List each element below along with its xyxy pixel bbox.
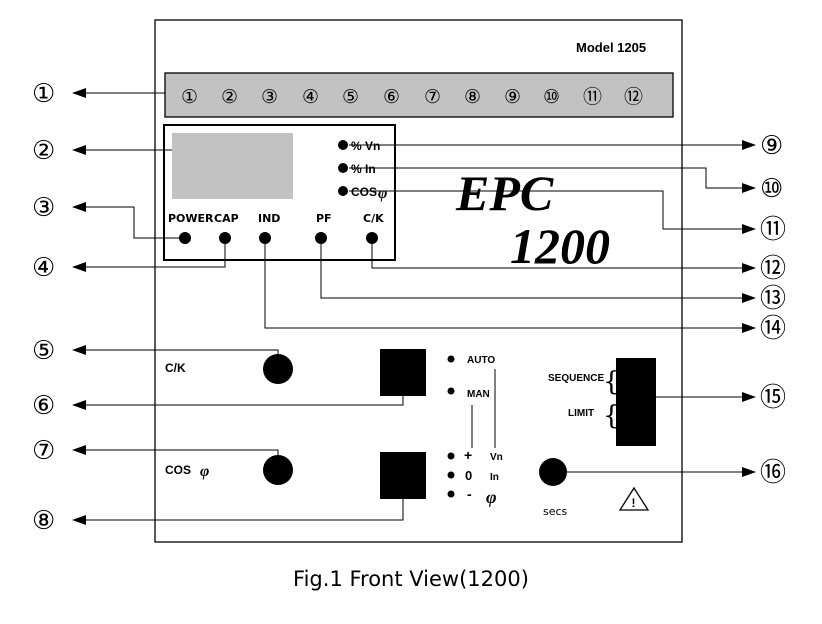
man-label: MAN [467,389,490,400]
terminal-4: ④ [302,86,319,108]
secs-knob[interactable] [539,458,567,486]
callout-9: ⑨ [760,131,783,161]
callout-6: ⑥ [32,391,55,421]
callout-4: ④ [32,253,55,283]
pf-label: PF [316,212,332,225]
phi-label: φ [486,487,497,507]
terminal-8: ⑧ [464,86,481,108]
led-man [447,387,455,395]
led-vn [338,140,348,150]
terminal-6: ⑥ [383,86,400,108]
terminal-7: ⑦ [424,86,441,108]
terminal-10: ⑩ [543,86,560,108]
callout-15: ⑮ [760,383,786,413]
sequence-limit-switch[interactable] [616,358,656,446]
auto-label: AUTO [467,355,495,366]
figure-caption: Fig.1 Front View(1200) [293,567,529,591]
callout-14: ⑭ [760,314,786,344]
led-pf [315,232,327,244]
callout-12: ⑫ [760,254,786,284]
led-cos [338,186,348,196]
indicator-in-label: % In [351,162,376,176]
callout-16: ⑯ [760,458,786,488]
in-label: In [490,472,499,483]
led-zero [447,471,455,479]
setting-button[interactable] [380,452,426,499]
indicator-cos-label: COS [351,185,377,199]
callout-10: ⑩ [760,174,783,204]
ind-label: IND [258,212,280,225]
indicator-vn-label: % Vn [351,139,380,153]
callout-2: ② [32,136,55,166]
callout-7: ⑦ [32,436,55,466]
terminal-strip [164,72,674,118]
cap-label: CAP [214,212,239,225]
power-label: POWER [168,212,214,225]
terminal-1: ① [181,86,198,108]
led-minus [447,490,455,498]
sequence-brace: { [603,367,620,397]
cos-knob-phi: φ [200,463,209,480]
ck-adjust-knob[interactable] [263,354,293,384]
led-cap [219,232,231,244]
cos-knob-label: COS [165,463,191,477]
zero-label: 0 [465,468,472,483]
terminal-9: ⑨ [504,86,521,108]
led-plus [447,452,455,460]
indicator-phi-symbol: φ [378,185,387,202]
callout-13: ⑬ [760,284,786,314]
led-auto [447,355,455,363]
vn-label: Vn [490,452,503,463]
terminal-2: ② [221,86,238,108]
cos-adjust-knob[interactable] [263,455,293,485]
brand-1200: 1200 [510,218,610,274]
brand-epc: EPC [455,165,554,221]
callout-3: ③ [32,193,55,223]
ck-knob-label: C/K [165,361,186,375]
callout-8: ⑧ [32,506,55,536]
callout-11: ⑪ [760,215,786,245]
terminal-5: ⑤ [342,86,359,108]
led-ck [366,232,378,244]
led-in [338,163,348,173]
plus-label: + [464,447,472,463]
terminal-3: ③ [261,86,278,108]
ck-led-label: C/K [363,212,384,225]
secs-label: secs [543,505,568,518]
callout-5: ⑤ [32,336,55,366]
led-ind [259,232,271,244]
terminal-12: ⑫ [624,86,643,108]
led-power [179,232,191,244]
warning-icon: ! [618,486,650,511]
mode-button[interactable] [380,349,426,396]
lcd-display [172,133,293,199]
minus-label: - [467,486,472,502]
svg-text:!: ! [632,496,636,510]
terminal-11: ⑪ [583,86,602,108]
model-label: Model 1205 [576,40,646,55]
limit-brace: { [603,401,620,431]
limit-label: LIMIT [568,408,594,419]
sequence-label: SEQUENCE [548,373,604,384]
callout-1: ① [32,79,55,109]
